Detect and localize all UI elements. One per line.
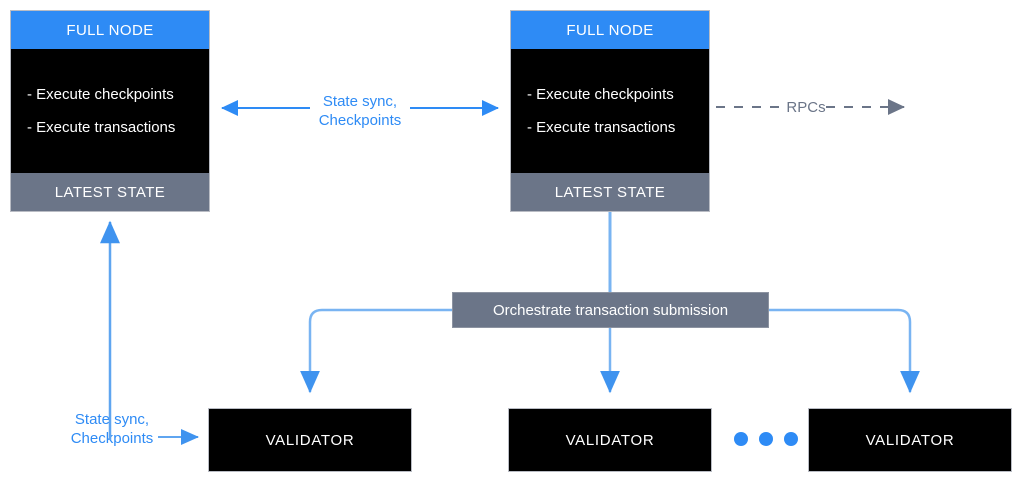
- full-node-2-bullet-1: - Execute checkpoints: [527, 86, 674, 103]
- full-node-2: FULL NODE - Execute checkpoints - Execut…: [510, 10, 710, 212]
- ellipsis-dot-3: [784, 432, 798, 446]
- validator-1: VALIDATOR: [208, 408, 412, 472]
- full-node-1-bullet-1: - Execute checkpoints: [27, 86, 174, 103]
- validator-2-label: VALIDATOR: [565, 431, 655, 449]
- validator-3: VALIDATOR: [808, 408, 1012, 472]
- rpcs-label: RPCs: [786, 99, 825, 116]
- orchestrator-to-validator-1-connector: [300, 308, 452, 394]
- validator-1-label: VALIDATOR: [265, 431, 355, 449]
- full-node-1-header: FULL NODE: [11, 11, 209, 49]
- full-node-2-bullet-2: - Execute transactions: [527, 119, 676, 136]
- validators-ellipsis: [734, 432, 798, 446]
- state-sync-between-nodes-label: State sync, Checkpoints: [318, 93, 402, 129]
- orchestrator-to-validator-3-connector: [769, 308, 920, 394]
- full-node-2-footer: LATEST STATE: [511, 173, 709, 211]
- orchestrate-label: Orchestrate transaction submission: [492, 301, 729, 319]
- validator-2: VALIDATOR: [508, 408, 712, 472]
- ellipsis-dot-2: [759, 432, 773, 446]
- validator-3-label: VALIDATOR: [865, 431, 955, 449]
- orchestrate-transaction-submission-box: Orchestrate transaction submission: [452, 292, 769, 328]
- full-node-2-body: - Execute checkpoints - Execute transact…: [511, 49, 709, 173]
- full-node-1: FULL NODE - Execute checkpoints - Execut…: [10, 10, 210, 212]
- state-sync-to-fullnode-label: State sync, Checkpoints: [70, 411, 154, 447]
- full-node-1-body: - Execute checkpoints - Execute transact…: [11, 49, 209, 173]
- full-node-2-header: FULL NODE: [511, 11, 709, 49]
- full-node-1-bullet-2: - Execute transactions: [27, 119, 176, 136]
- full-node-1-footer: LATEST STATE: [11, 173, 209, 211]
- ellipsis-dot-1: [734, 432, 748, 446]
